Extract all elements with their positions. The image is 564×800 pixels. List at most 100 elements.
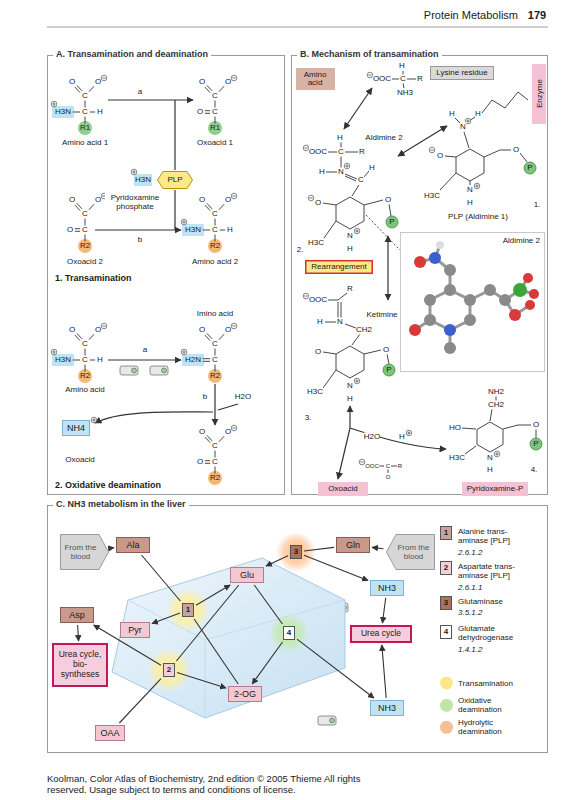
chemical-bond xyxy=(85,365,86,372)
node-text: Urea cycle, bio- syntheses xyxy=(55,650,105,679)
text-label: H xyxy=(337,133,343,142)
reaction-arrow xyxy=(95,88,447,479)
node-text: 3 xyxy=(294,547,298,556)
ball-and-stick-model xyxy=(523,273,533,283)
atom-label: C xyxy=(82,91,88,100)
node-text: OAA xyxy=(100,728,119,738)
charge-sign xyxy=(51,101,57,107)
chemical-bond xyxy=(75,335,80,341)
charge-sign xyxy=(495,452,498,455)
ball-and-stick-model xyxy=(409,324,421,336)
text-label: Amino acid 2 xyxy=(192,257,238,266)
phosphate-circle xyxy=(383,162,542,450)
ball-and-stick-model xyxy=(415,245,534,348)
atom-label: R2 xyxy=(80,241,90,250)
reaction-arrow xyxy=(387,236,388,300)
ball-and-stick-model xyxy=(529,289,539,299)
charge-sign xyxy=(131,169,137,175)
chemical-bond xyxy=(215,467,216,474)
charge-sign xyxy=(231,425,237,431)
charge-sign xyxy=(181,219,187,225)
text-label: H xyxy=(347,394,353,403)
charge-sign xyxy=(91,417,97,423)
charge-sign xyxy=(465,118,471,124)
phosphate-circle xyxy=(386,216,398,228)
amino-group-highlight xyxy=(182,354,204,366)
text-label: R xyxy=(398,463,402,470)
coenzyme-icon xyxy=(150,366,168,375)
charge-sign xyxy=(232,78,235,79)
text-label: OOC xyxy=(309,295,327,304)
text-label: H3C xyxy=(424,191,440,200)
charge-sign xyxy=(345,164,348,167)
chemical-bond xyxy=(440,92,528,190)
text-label: Amino acid 1 xyxy=(62,138,108,147)
charge-sign xyxy=(354,228,360,234)
charge-sign xyxy=(92,418,95,421)
charge-sign xyxy=(102,326,105,327)
charge-sign xyxy=(304,148,307,149)
text-label: CH2 xyxy=(356,325,372,334)
charge-sign xyxy=(101,75,107,81)
text-label: O xyxy=(383,345,389,354)
node-text: From the blood xyxy=(63,543,99,561)
text-label: Ketimine xyxy=(366,310,397,319)
text-label: N xyxy=(347,381,353,390)
legend-entry: Oxidative deamination xyxy=(440,696,533,714)
atom-label: R2 xyxy=(80,371,90,380)
ball-and-stick-model xyxy=(409,241,539,354)
node-text: Pyridoxamine-P xyxy=(467,484,523,493)
node-text: A. Transamination and deamination xyxy=(53,49,211,59)
enzyme-tag: Enzyme xyxy=(532,64,546,124)
charge-sign xyxy=(354,378,360,384)
liver-plate xyxy=(128,600,345,718)
chemical-bond xyxy=(215,219,216,226)
atom-label: O xyxy=(69,325,75,334)
atom-label: R2 xyxy=(210,241,220,250)
charge-sign xyxy=(101,323,107,329)
charge-sign xyxy=(52,102,55,105)
atom-label: H3N xyxy=(185,225,201,234)
reaction-arrow xyxy=(338,428,350,479)
charge-sign xyxy=(359,459,365,465)
charge-sign xyxy=(231,193,237,199)
node-text: Oxoacid xyxy=(328,484,357,493)
amino-group-highlight xyxy=(134,174,152,186)
node-text: Lysine residue xyxy=(436,68,487,77)
charge-sign xyxy=(368,75,371,76)
metabolite-box: Asp xyxy=(60,607,94,623)
atom-label: H2N xyxy=(185,355,201,364)
chemical-bond xyxy=(89,334,94,340)
chemical-bond xyxy=(203,230,210,231)
text-label: b xyxy=(203,392,207,401)
chemical-bond xyxy=(203,361,210,362)
chemical-bond xyxy=(323,293,389,388)
product-box: Oxoacid xyxy=(318,482,368,496)
chemical-bond xyxy=(90,360,95,361)
connector xyxy=(77,625,79,641)
chemical-bond xyxy=(75,228,80,229)
coenzyme-icon xyxy=(162,368,167,373)
text-label: H xyxy=(399,432,405,441)
text-label: 4. xyxy=(531,465,538,474)
chemical-bond xyxy=(205,335,210,341)
text-label: H xyxy=(467,198,473,207)
chemical-bond xyxy=(203,358,210,359)
text-label: 2. xyxy=(297,245,304,254)
connector xyxy=(152,613,180,624)
atom-label: P xyxy=(533,439,538,448)
text-label: 3.5.1.2 xyxy=(458,608,482,617)
charge-sign xyxy=(51,101,57,107)
reaction-glow xyxy=(269,613,309,653)
node-text: Glu xyxy=(240,570,254,580)
connector xyxy=(304,547,334,551)
node-text: Urea cycle xyxy=(361,629,401,639)
chemical-bond xyxy=(219,86,224,92)
charge-sign xyxy=(51,349,57,355)
reaction-arrow xyxy=(174,100,175,230)
charge-sign xyxy=(52,350,55,353)
structure-formula xyxy=(51,72,500,485)
chemical-bond xyxy=(85,101,86,108)
text-label: Aspartate trans- aminase [PLP] xyxy=(458,562,538,580)
text-label: Oxoacid xyxy=(65,455,94,464)
